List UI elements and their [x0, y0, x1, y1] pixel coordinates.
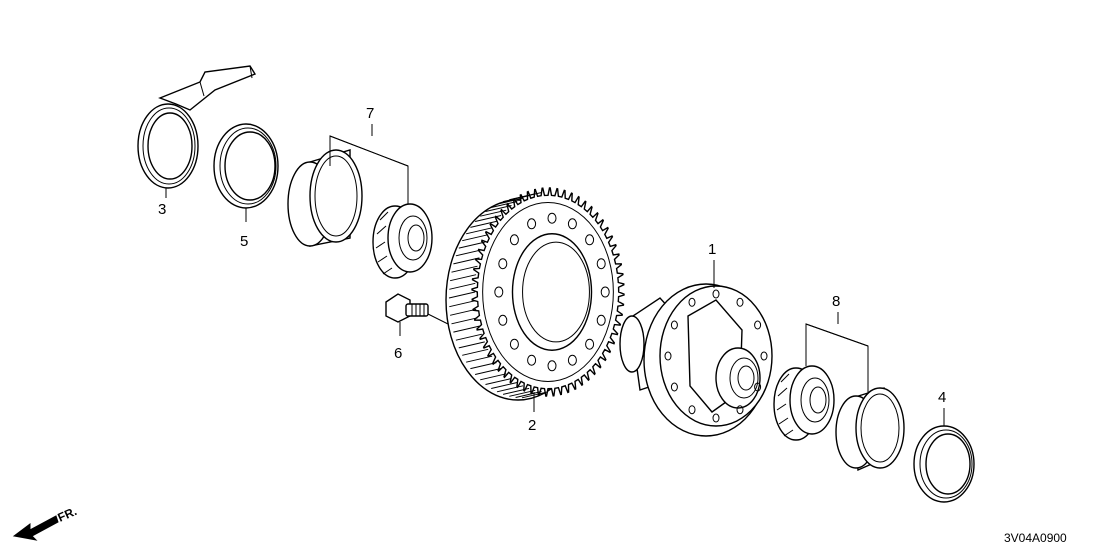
part-8-bearing-assembly: [773, 365, 905, 472]
callout-6: 6: [394, 345, 402, 362]
front-direction-arrow-icon: [12, 515, 59, 541]
callout-7: 7: [366, 105, 374, 122]
callout-4: 4: [938, 389, 946, 406]
part-6-gear-bolt: [385, 293, 429, 323]
callout-2: 2: [528, 417, 536, 434]
flange-holes: [664, 289, 768, 423]
callout-1: 1: [708, 241, 716, 258]
callout-8: 8: [832, 293, 840, 310]
callout-5: 5: [240, 233, 248, 250]
part-5-oil-seal: [213, 123, 279, 209]
diagram-code: 3V04A0900: [1004, 531, 1067, 545]
front-direction-label: FR.: [56, 504, 79, 525]
part-1-differential-case: [619, 283, 773, 437]
part-4-shim: [913, 425, 975, 503]
part-2-driven-gear: [445, 187, 625, 401]
part-3-shim-bracket: [137, 65, 257, 189]
callout-3: 3: [158, 201, 166, 218]
part-7-bearing-assembly: [287, 149, 433, 279]
